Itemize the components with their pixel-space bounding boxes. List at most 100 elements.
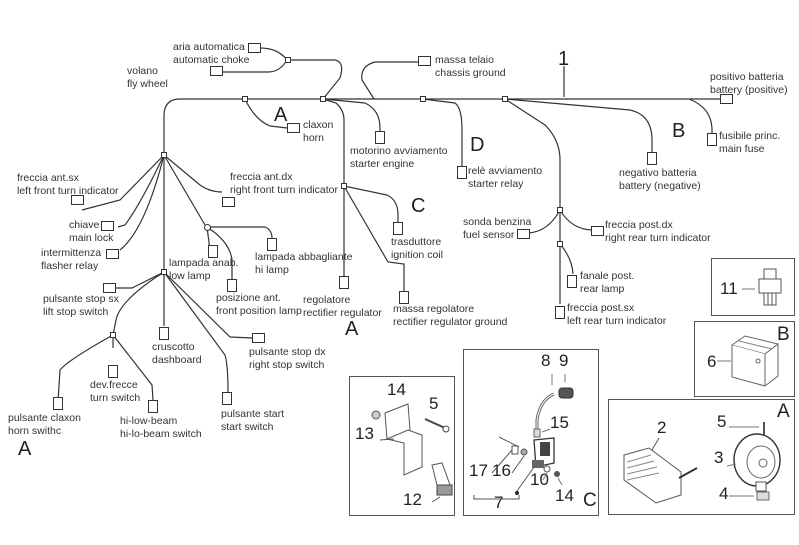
connector-regulator-ground (399, 291, 409, 304)
label-it: dev.frecce (90, 379, 138, 391)
panel-letter: B (777, 324, 790, 345)
label-en: fuel sensor (463, 229, 515, 241)
label-it: claxon (303, 119, 334, 131)
label-it: pulsante claxon (8, 412, 81, 424)
label-it: negativo batteria (619, 167, 697, 179)
label-it: lampada abbagliante (255, 251, 353, 263)
main-harness-ref: 1 (558, 48, 570, 70)
label-it: sonda benzina (463, 216, 532, 228)
label-en: ignition coil (391, 249, 443, 261)
part-number: 7 (494, 493, 504, 512)
part-number: 4 (719, 484, 729, 503)
part-number: 5 (717, 412, 727, 431)
section-letter-bottom-left: A (18, 438, 32, 460)
connector-main-lock (101, 221, 114, 231)
label-it: massa regolatore (393, 303, 475, 315)
connector-front-position-lamp (227, 279, 237, 292)
label-it: pulsante stop sx (43, 293, 119, 305)
junction-node (204, 224, 211, 231)
label-rear-lamp: fanale post.rear lamp (580, 270, 634, 296)
inset-relay-panel: 11 (711, 258, 795, 316)
battery-icon (717, 335, 780, 387)
panel-letter: A (777, 401, 790, 422)
connector-right-front-turn (222, 197, 235, 207)
label-it: hi-low-beam (120, 415, 178, 427)
connector-horn (287, 123, 300, 133)
label-it: lampada anab. (169, 257, 239, 269)
label-en: hi lamp (255, 264, 289, 276)
bracket-icon (371, 403, 453, 503)
label-it: massa telaio (435, 54, 494, 66)
trunk-left-bend (163, 98, 181, 155)
label-it: regolatore (303, 294, 351, 306)
part-number: 13 (355, 424, 374, 443)
label-en: main fuse (719, 143, 765, 155)
ignition-coil-icon (473, 374, 574, 500)
label-it: fusibile princ. (719, 130, 781, 142)
label-low-lamp: lampada anab.low lamp (169, 257, 238, 283)
junction-node (341, 183, 347, 189)
inset-coil-panel: 8 9 15 17 16 7 10 14 C (463, 349, 599, 516)
part-number: 10 (530, 470, 549, 489)
label-en: chassis ground (435, 67, 506, 79)
part-number: 2 (657, 418, 667, 437)
connector-battery-negative (647, 152, 657, 165)
label-it: pulsante stop dx (249, 346, 326, 358)
part-number: 12 (403, 490, 422, 509)
label-en: horn swithc (8, 425, 62, 437)
junction-node (502, 96, 508, 102)
label-en: right rear turn indicator (605, 232, 711, 244)
part-number: 16 (492, 461, 511, 480)
junction-node (320, 96, 326, 102)
junction-node (161, 152, 167, 158)
connector-flywheel (210, 66, 223, 76)
label-en: dashboard (152, 354, 202, 366)
label-en: fly wheel (127, 78, 168, 90)
relay-icon (742, 268, 782, 306)
label-en: low lamp (169, 270, 211, 282)
connector-main-fuse (707, 133, 717, 146)
junction-node (557, 207, 563, 213)
label-front-position-lamp: posizione ant.front position lamp (216, 292, 302, 318)
connector-horn-switch (53, 397, 63, 410)
label-it: positivo batteria (710, 71, 784, 83)
junction-node (285, 57, 291, 63)
label-en: horn (303, 132, 325, 144)
connector-flasher-relay (106, 249, 119, 259)
connector-right-rear-turn (591, 226, 604, 236)
connector-left-front-turn (71, 195, 84, 205)
connector-low-lamp (208, 245, 218, 258)
label-en: start switch (221, 421, 274, 433)
part-number: 14 (555, 486, 574, 505)
junction-node (242, 96, 248, 102)
connector-battery-positive (720, 94, 733, 104)
connector-dashboard (159, 327, 169, 340)
section-letter-horn: A (274, 104, 288, 126)
part-number: 17 (469, 461, 488, 480)
label-en: left rear turn indicator (567, 315, 667, 327)
label-en: starter relay (468, 178, 524, 190)
junction-node (161, 269, 167, 275)
part-number: 5 (429, 394, 439, 413)
label-it: pulsante start (221, 408, 285, 420)
label-it: motorino avviamento (350, 145, 448, 157)
section-letter-relay: D (470, 134, 485, 156)
label-en: lift stop switch (43, 306, 109, 318)
label-it: posizione ant. (216, 292, 281, 304)
label-it: volano (127, 65, 158, 77)
